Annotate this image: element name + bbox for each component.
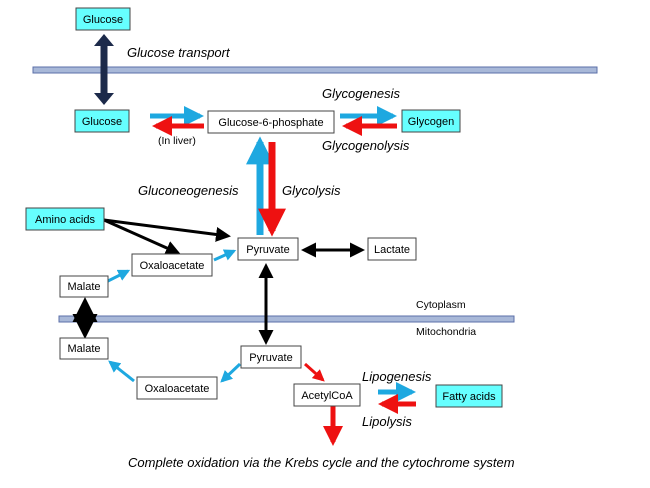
oxaloacetate-malate-arrow [108, 360, 135, 383]
node-oxaloacetate-cyto: Oxaloacetate [131, 253, 213, 277]
node-lactate: Lactate [367, 237, 417, 261]
node-g6p-label: Glucose-6-phosphate [218, 117, 323, 129]
node-glucose-cytosol-label: Glucose [82, 116, 122, 128]
node-pyruvate-mito-label: Pyruvate [249, 352, 292, 364]
node-amino-acids-label: Amino acids [35, 214, 95, 226]
acetylcoa-fatty-acids-arrows [378, 382, 416, 414]
malate-oxaloacetate-arrow [105, 269, 131, 284]
node-pyruvate-cyto: Pyruvate [237, 237, 299, 261]
label-glycolysis: Glycolysis [282, 183, 341, 198]
g6p-glycogen-arrows [340, 106, 397, 136]
node-fatty-acids: Fatty acids [435, 384, 503, 408]
label-glycogenesis: Glycogenesis [322, 86, 401, 101]
cell-membrane [32, 66, 598, 74]
pyruvate-oxaloacetate-arrow [220, 362, 242, 383]
label-lipogenesis: Lipogenesis [362, 369, 432, 384]
gluconeogenesis-glycolysis-arrows [246, 136, 286, 237]
label-footer: Complete oxidation via the Krebs cycle a… [128, 455, 515, 470]
amino-acid-arrows [103, 218, 231, 255]
node-glycogen: Glycogen [401, 109, 461, 133]
label-lipolysis: Lipolysis [362, 414, 412, 429]
node-glucose-cytosol: Glucose [74, 109, 130, 133]
node-oxaloacetate-mito-label: Oxaloacetate [145, 383, 210, 395]
node-malate-cyto: Malate [59, 275, 109, 298]
node-glucose-6-phosphate: Glucose-6-phosphate [207, 110, 335, 134]
label-gluconeogenesis: Gluconeogenesis [138, 183, 239, 198]
node-pyruvate-mito: Pyruvate [240, 345, 302, 369]
mitochondrial-membrane [58, 315, 515, 323]
label-mitochondria: Mitochondria [416, 326, 476, 338]
node-fatty-acids-label: Fatty acids [442, 391, 496, 403]
node-lactate-label: Lactate [374, 244, 410, 256]
label-glycogenolysis: Glycogenolysis [322, 138, 410, 153]
label-in-liver: (In liver) [158, 135, 196, 147]
node-pyruvate-cyto-label: Pyruvate [246, 244, 289, 256]
glucose-transport-arrow [94, 34, 114, 105]
node-acetylcoa-label: AcetylCoA [301, 390, 353, 402]
node-glucose-outside: Glucose [75, 7, 131, 31]
oxaloacetate-pyruvate-arrow [213, 249, 237, 262]
node-acetylcoa: AcetylCoA [293, 383, 361, 407]
node-glucose-outside-label: Glucose [83, 14, 123, 26]
pyruvate-acetylcoa-arrow [304, 362, 325, 382]
glucose-g6p-arrows [150, 106, 204, 136]
node-malate-mito: Malate [59, 337, 109, 360]
node-glycogen-label: Glycogen [408, 116, 454, 128]
node-malate-cyto-label: Malate [67, 281, 100, 293]
label-glucose-transport: Glucose transport [127, 45, 231, 60]
node-malate-mito-label: Malate [67, 343, 100, 355]
node-oxaloacetate-mito: Oxaloacetate [136, 376, 218, 400]
label-cytoplasm: Cytoplasm [416, 299, 466, 311]
node-oxaloacetate-cyto-label: Oxaloacetate [140, 260, 205, 272]
node-amino-acids: Amino acids [25, 207, 105, 231]
